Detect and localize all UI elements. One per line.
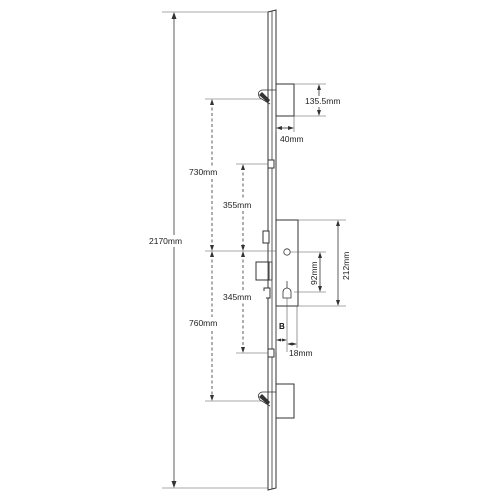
gearbox-to-lower-pin-dimension: 345mm [220,251,268,354]
backset-marker: B [279,322,285,331]
case-height-dimension: 212mm [298,219,351,307]
case-height-label: 212mm [341,252,351,280]
upper-span-dimension: 730mm [186,98,276,252]
backset-label: 18mm [289,348,313,358]
backset-dimension: B 18mm [275,298,313,358]
bottom-hook-bolt [258,383,295,419]
top-hook-width-label: 40mm [280,134,304,144]
lower-span-label: 760mm [189,318,217,328]
gearbox-to-lower-pin-label: 345mm [223,292,251,302]
top-hook-width-dimension: 40mm [275,116,304,144]
lower-pin [267,348,275,358]
overall-length-label: 2170mm [149,236,182,246]
faceplate [267,9,277,491]
euro-cylinder-cutout [282,287,292,299]
centres-label: 92mm [309,261,319,285]
centres-dimension: 92mm [290,251,326,293]
top-hook-bolt [258,83,295,117]
upper-pin [267,159,275,169]
upper-pin-to-gearbox-label: 355mm [223,200,251,210]
lower-span-dimension: 760mm [186,251,262,402]
overall-length-dimension: 2170mm [146,11,268,489]
top-hook-height-label: 135.5mm [305,96,340,106]
top-hook-height-dimension: 135.5mm [294,83,343,117]
gearbox-case [255,219,299,307]
upper-pin-to-gearbox-dimension: 355mm [220,163,268,251]
upper-span-label: 730mm [189,167,217,177]
